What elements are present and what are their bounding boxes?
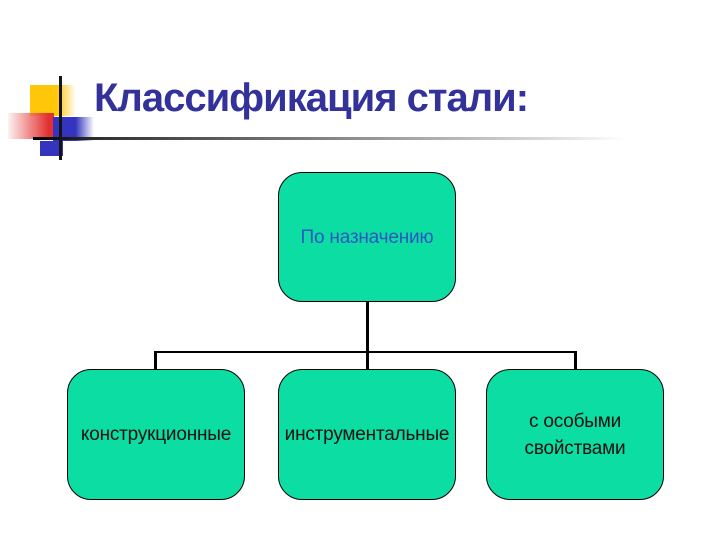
title-underline-rule xyxy=(33,137,625,140)
node-special-properties: с особыми свойствами xyxy=(486,369,664,500)
node-structural-label: конструкционные xyxy=(80,424,232,445)
connector-left-stub xyxy=(154,351,157,370)
connector-branch-bar xyxy=(154,351,577,353)
node-tool-label: инструментальные xyxy=(284,424,450,445)
logo-vertical-line xyxy=(59,76,62,160)
slide-title: Классификация стали: xyxy=(94,76,529,120)
node-structural: конструкционные xyxy=(67,369,245,500)
logo-blue-square-small xyxy=(40,141,63,156)
node-by-purpose: По назначению xyxy=(278,172,456,302)
connector-root-stem xyxy=(366,301,369,352)
logo-red-square xyxy=(8,113,54,139)
connector-middle-stub xyxy=(366,351,369,370)
node-by-purpose-label: По назначению xyxy=(300,226,434,248)
node-tool: инструментальные xyxy=(278,369,456,500)
node-special-properties-label: с особыми свойствами xyxy=(524,410,626,459)
connector-right-stub xyxy=(574,351,577,370)
logo-yellow-square xyxy=(30,85,76,116)
